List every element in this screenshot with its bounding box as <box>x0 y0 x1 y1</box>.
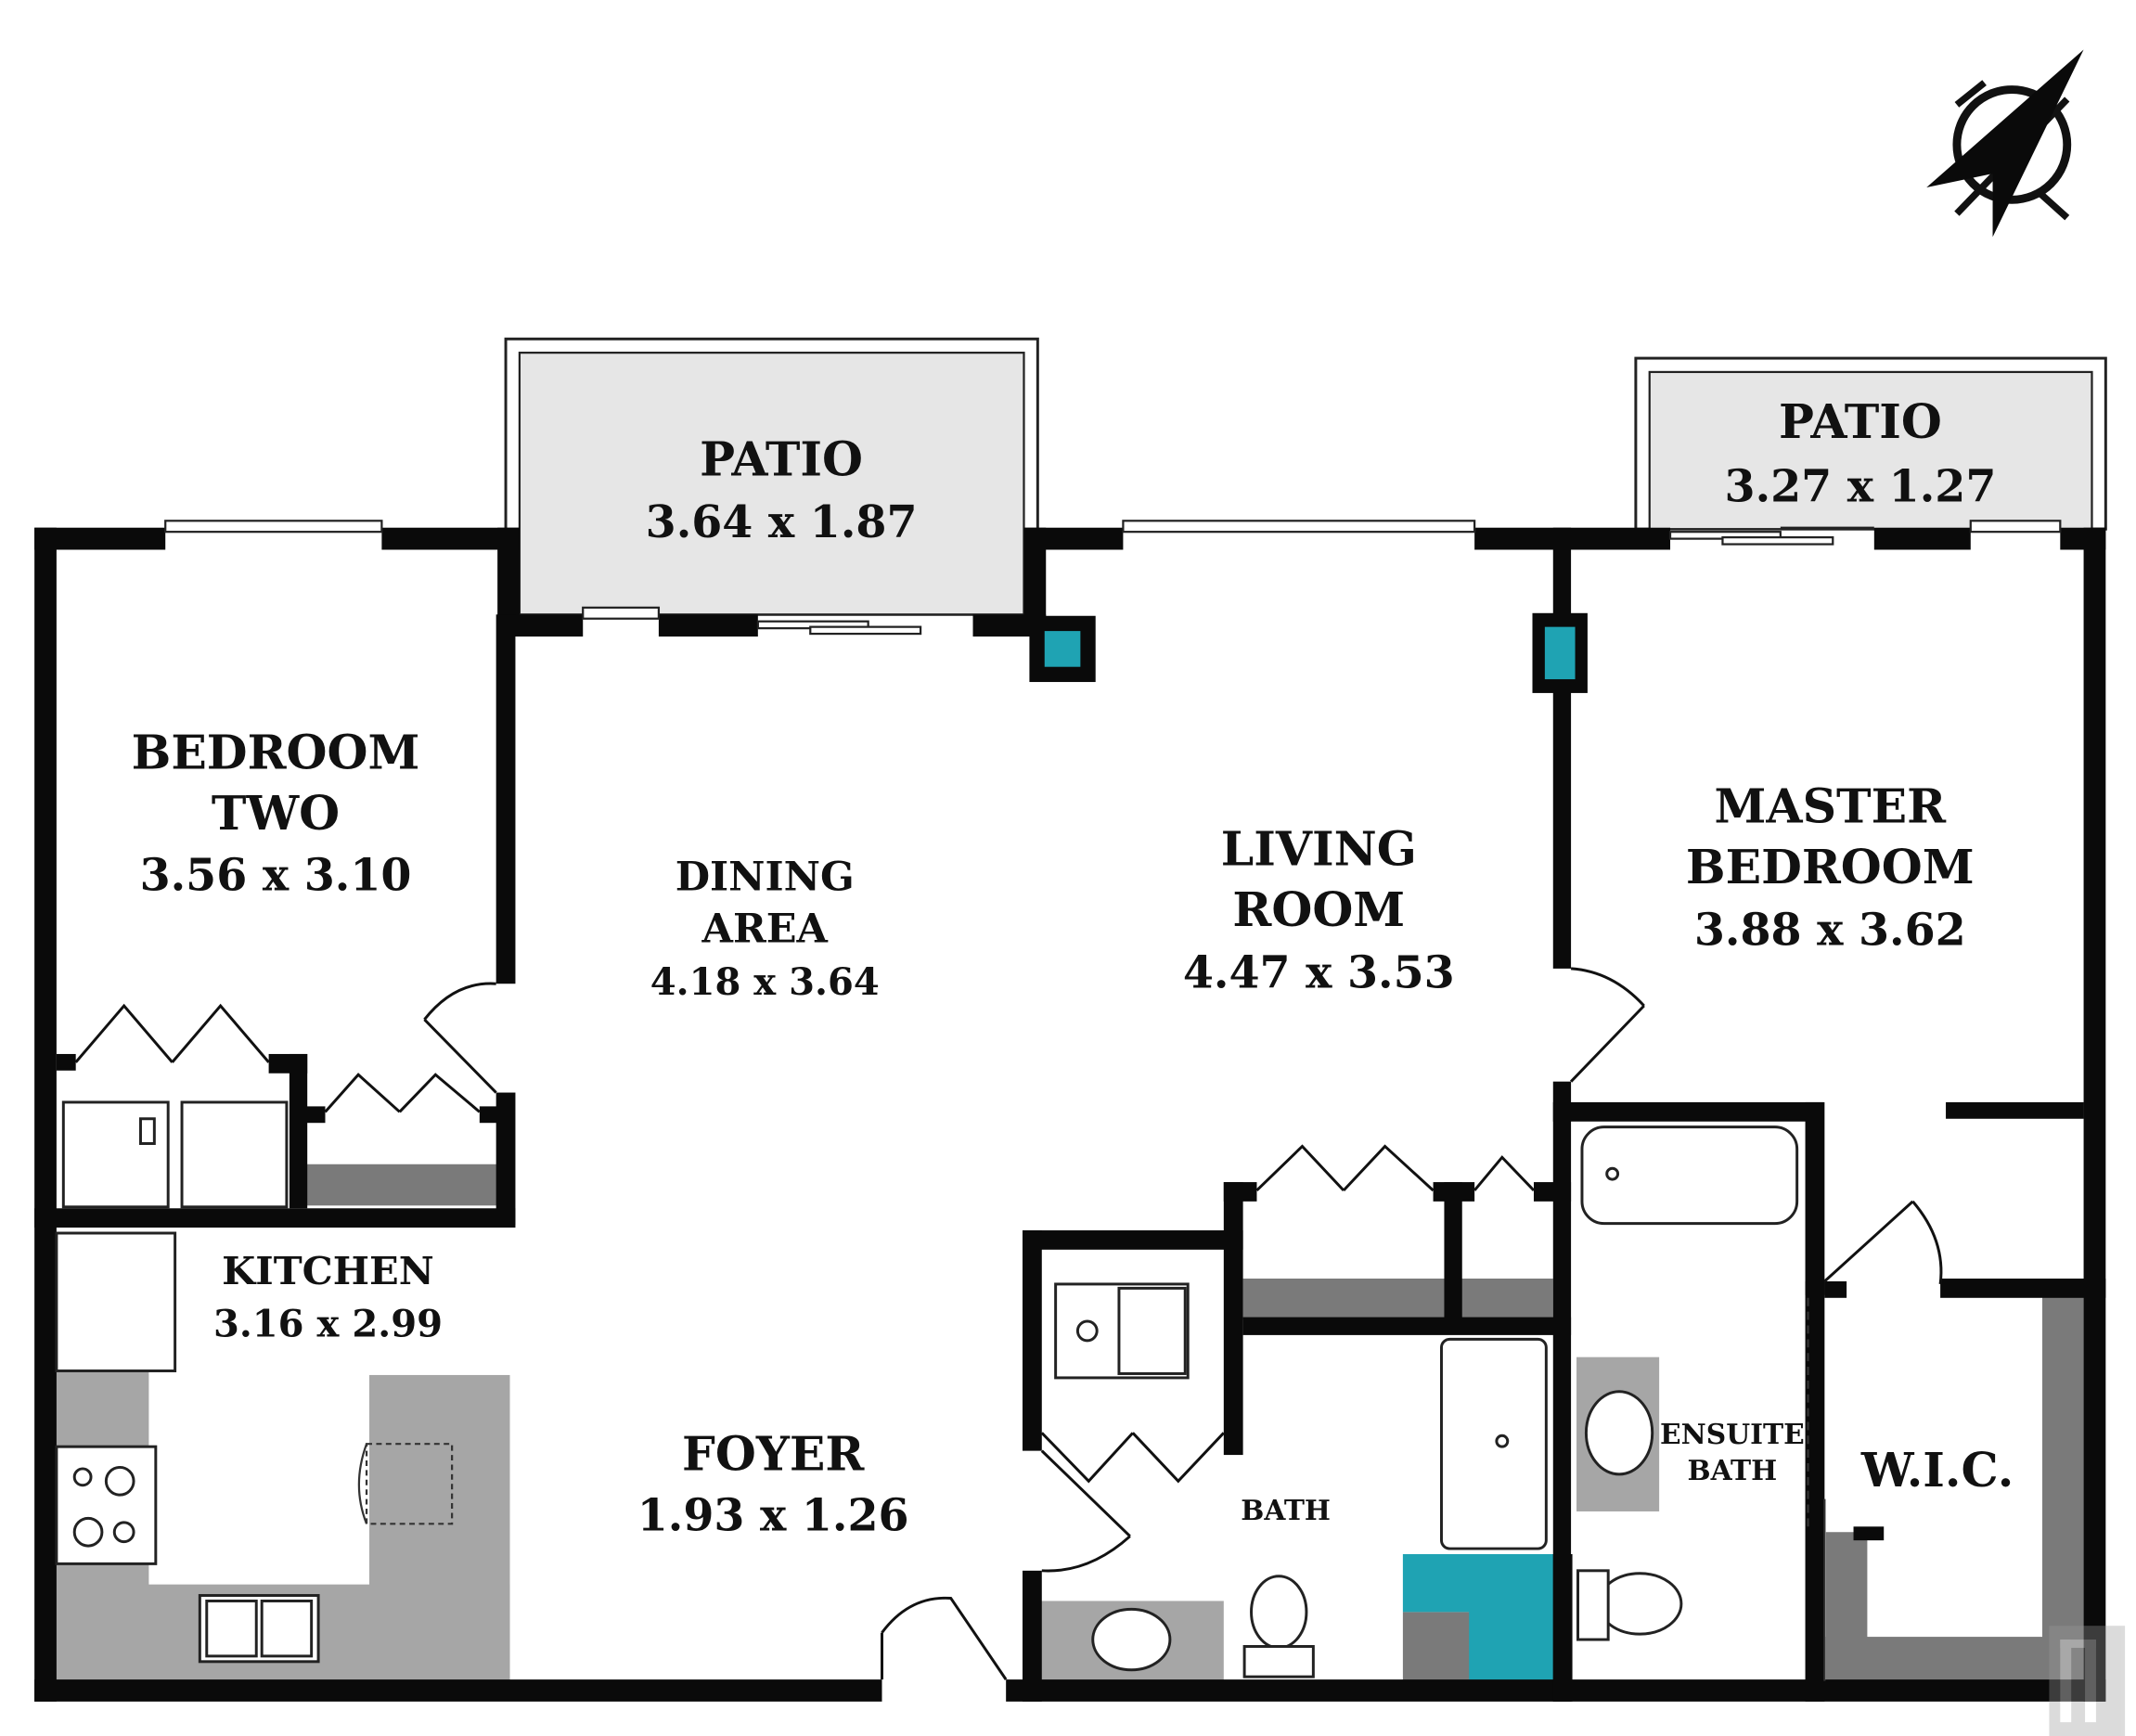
structural-columns <box>1029 612 1588 693</box>
living-name-2: ROOM <box>1232 882 1405 937</box>
patio-left-name: PATIO <box>700 431 863 486</box>
dining-name-2: AREA <box>701 907 829 953</box>
foyer-name: FOYER <box>682 1426 865 1481</box>
bath-name: BATH <box>1241 1495 1331 1527</box>
patio-right-dims: 3.27 x 1.27 <box>1725 461 1997 513</box>
windows <box>164 520 2062 620</box>
living-name-1: LIVING <box>1221 822 1417 877</box>
patio-left <box>504 337 1039 616</box>
wic-name: W.I.C. <box>1860 1443 2014 1498</box>
foyer-dims: 1.93 x 1.26 <box>637 1490 909 1542</box>
patio-right <box>1634 356 2107 531</box>
living-dims: 4.47 x 3.53 <box>1183 947 1455 999</box>
appliances <box>55 1100 1799 1678</box>
kitchen-name: KITCHEN <box>222 1248 434 1293</box>
ensuite-name-1: ENSUITE <box>1660 1419 1805 1451</box>
bath-teal-block <box>1402 1553 1555 1681</box>
bedroom-two-dims: 3.56 x 3.10 <box>140 849 412 901</box>
dining-dims: 4.18 x 3.64 <box>650 960 880 1004</box>
wic-shelving <box>1807 1297 1826 1681</box>
ensuite-name-2: BATH <box>1688 1455 1778 1487</box>
north-arrow-icon <box>1926 49 2084 238</box>
dining-name-1: DINING <box>676 854 855 900</box>
master-name-2: BEDROOM <box>1686 840 1975 894</box>
master-name-1: MASTER <box>1715 779 1948 834</box>
kitchen-dims: 3.16 x 2.99 <box>213 1302 443 1345</box>
master-dims: 3.88 x 3.62 <box>1694 905 1966 957</box>
closet-shelves <box>305 1164 2084 1681</box>
sliding-doors <box>756 526 1874 636</box>
patio-left-dims: 3.64 x 1.87 <box>646 496 918 548</box>
bedroom-two-name-2: TWO <box>212 786 340 841</box>
walls <box>34 527 2106 1702</box>
patio-right-name: PATIO <box>1779 394 1942 449</box>
watermark-logo <box>2049 1626 2126 1736</box>
room-labels: PATIO 3.64 x 1.87 PATIO 3.27 x 1.27 BEDR… <box>132 394 2014 1542</box>
door-swings <box>74 967 1943 1680</box>
island-seating <box>357 1443 454 1525</box>
bedroom-two-name-1: BEDROOM <box>132 726 420 780</box>
